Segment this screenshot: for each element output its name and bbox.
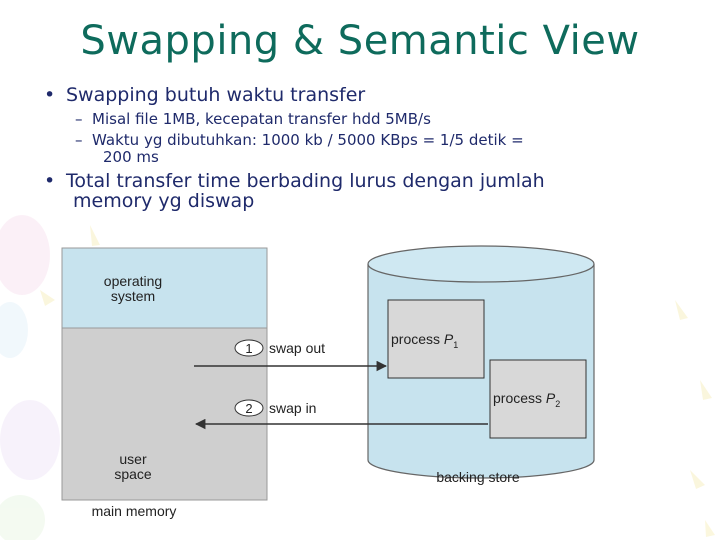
step-2-badge (234, 399, 264, 417)
bullet-2-line1: Total transfer time berbading lurus deng… (66, 170, 545, 192)
confetti-decoration (690, 470, 705, 489)
sub-bullet-1-text: Misal file 1MB, kecepatan transfer hdd 5… (92, 110, 431, 128)
sub-bullet-2-text: Waktu yg dibutuhkan: 1000 kb / 5000 KBps… (92, 131, 524, 149)
step-1-badge (234, 339, 264, 357)
step-2-number: 2 (245, 401, 252, 416)
swapping-diagram: operating system user space main memory … (61, 245, 595, 519)
user-space-region (61, 327, 268, 501)
balloon-decoration (0, 302, 28, 358)
balloon-decoration (0, 400, 60, 480)
user-space-label-line2: space (114, 466, 152, 482)
sub-bullet-2: – Waktu yg dibutuhkan: 1000 kb / 5000 KB… (75, 131, 524, 149)
dash-marker: – (75, 131, 93, 149)
process-p1-label: process P1 (391, 331, 458, 350)
os-label-line1: operating (104, 273, 162, 289)
process-p2-label: process P2 (493, 390, 560, 409)
process-p1-box (387, 299, 485, 379)
dash-marker: – (75, 110, 93, 128)
swap-out-label: swap out (269, 340, 325, 356)
confetti-decoration (40, 290, 55, 306)
step-1-number: 1 (245, 341, 252, 356)
backing-store-top (367, 245, 595, 283)
user-space-label-line1: user (119, 451, 147, 467)
confetti-decoration (675, 300, 688, 320)
sub-bullet-2-continuation: 200 ms (103, 148, 159, 166)
backing-store-label: backing store (436, 469, 519, 485)
confetti-decoration (90, 225, 100, 246)
confetti-decoration (705, 520, 715, 537)
bullet-1: • Swapping butuh waktu transfer (44, 84, 365, 106)
balloon-decoration (0, 495, 45, 540)
operating-system-region (61, 247, 268, 329)
bullet-1-text: Swapping butuh waktu transfer (66, 84, 366, 106)
bullet-2-line2: memory yg diswap (73, 190, 255, 212)
bullet-dot: • (44, 84, 56, 106)
balloon-decoration (0, 215, 50, 295)
os-label-line2: system (111, 288, 155, 304)
process-p2-box (489, 359, 587, 439)
main-memory-label: main memory (92, 503, 177, 519)
bullet-dot: • (44, 170, 56, 192)
bullet-2: • Total transfer time berbading lurus den… (44, 171, 545, 211)
slide-title: Swapping & Semantic View (80, 18, 640, 64)
sub-bullet-1: – Misal file 1MB, kecepatan transfer hdd… (75, 110, 431, 128)
confetti-decoration (700, 380, 712, 400)
swap-in-label: swap in (269, 400, 316, 416)
